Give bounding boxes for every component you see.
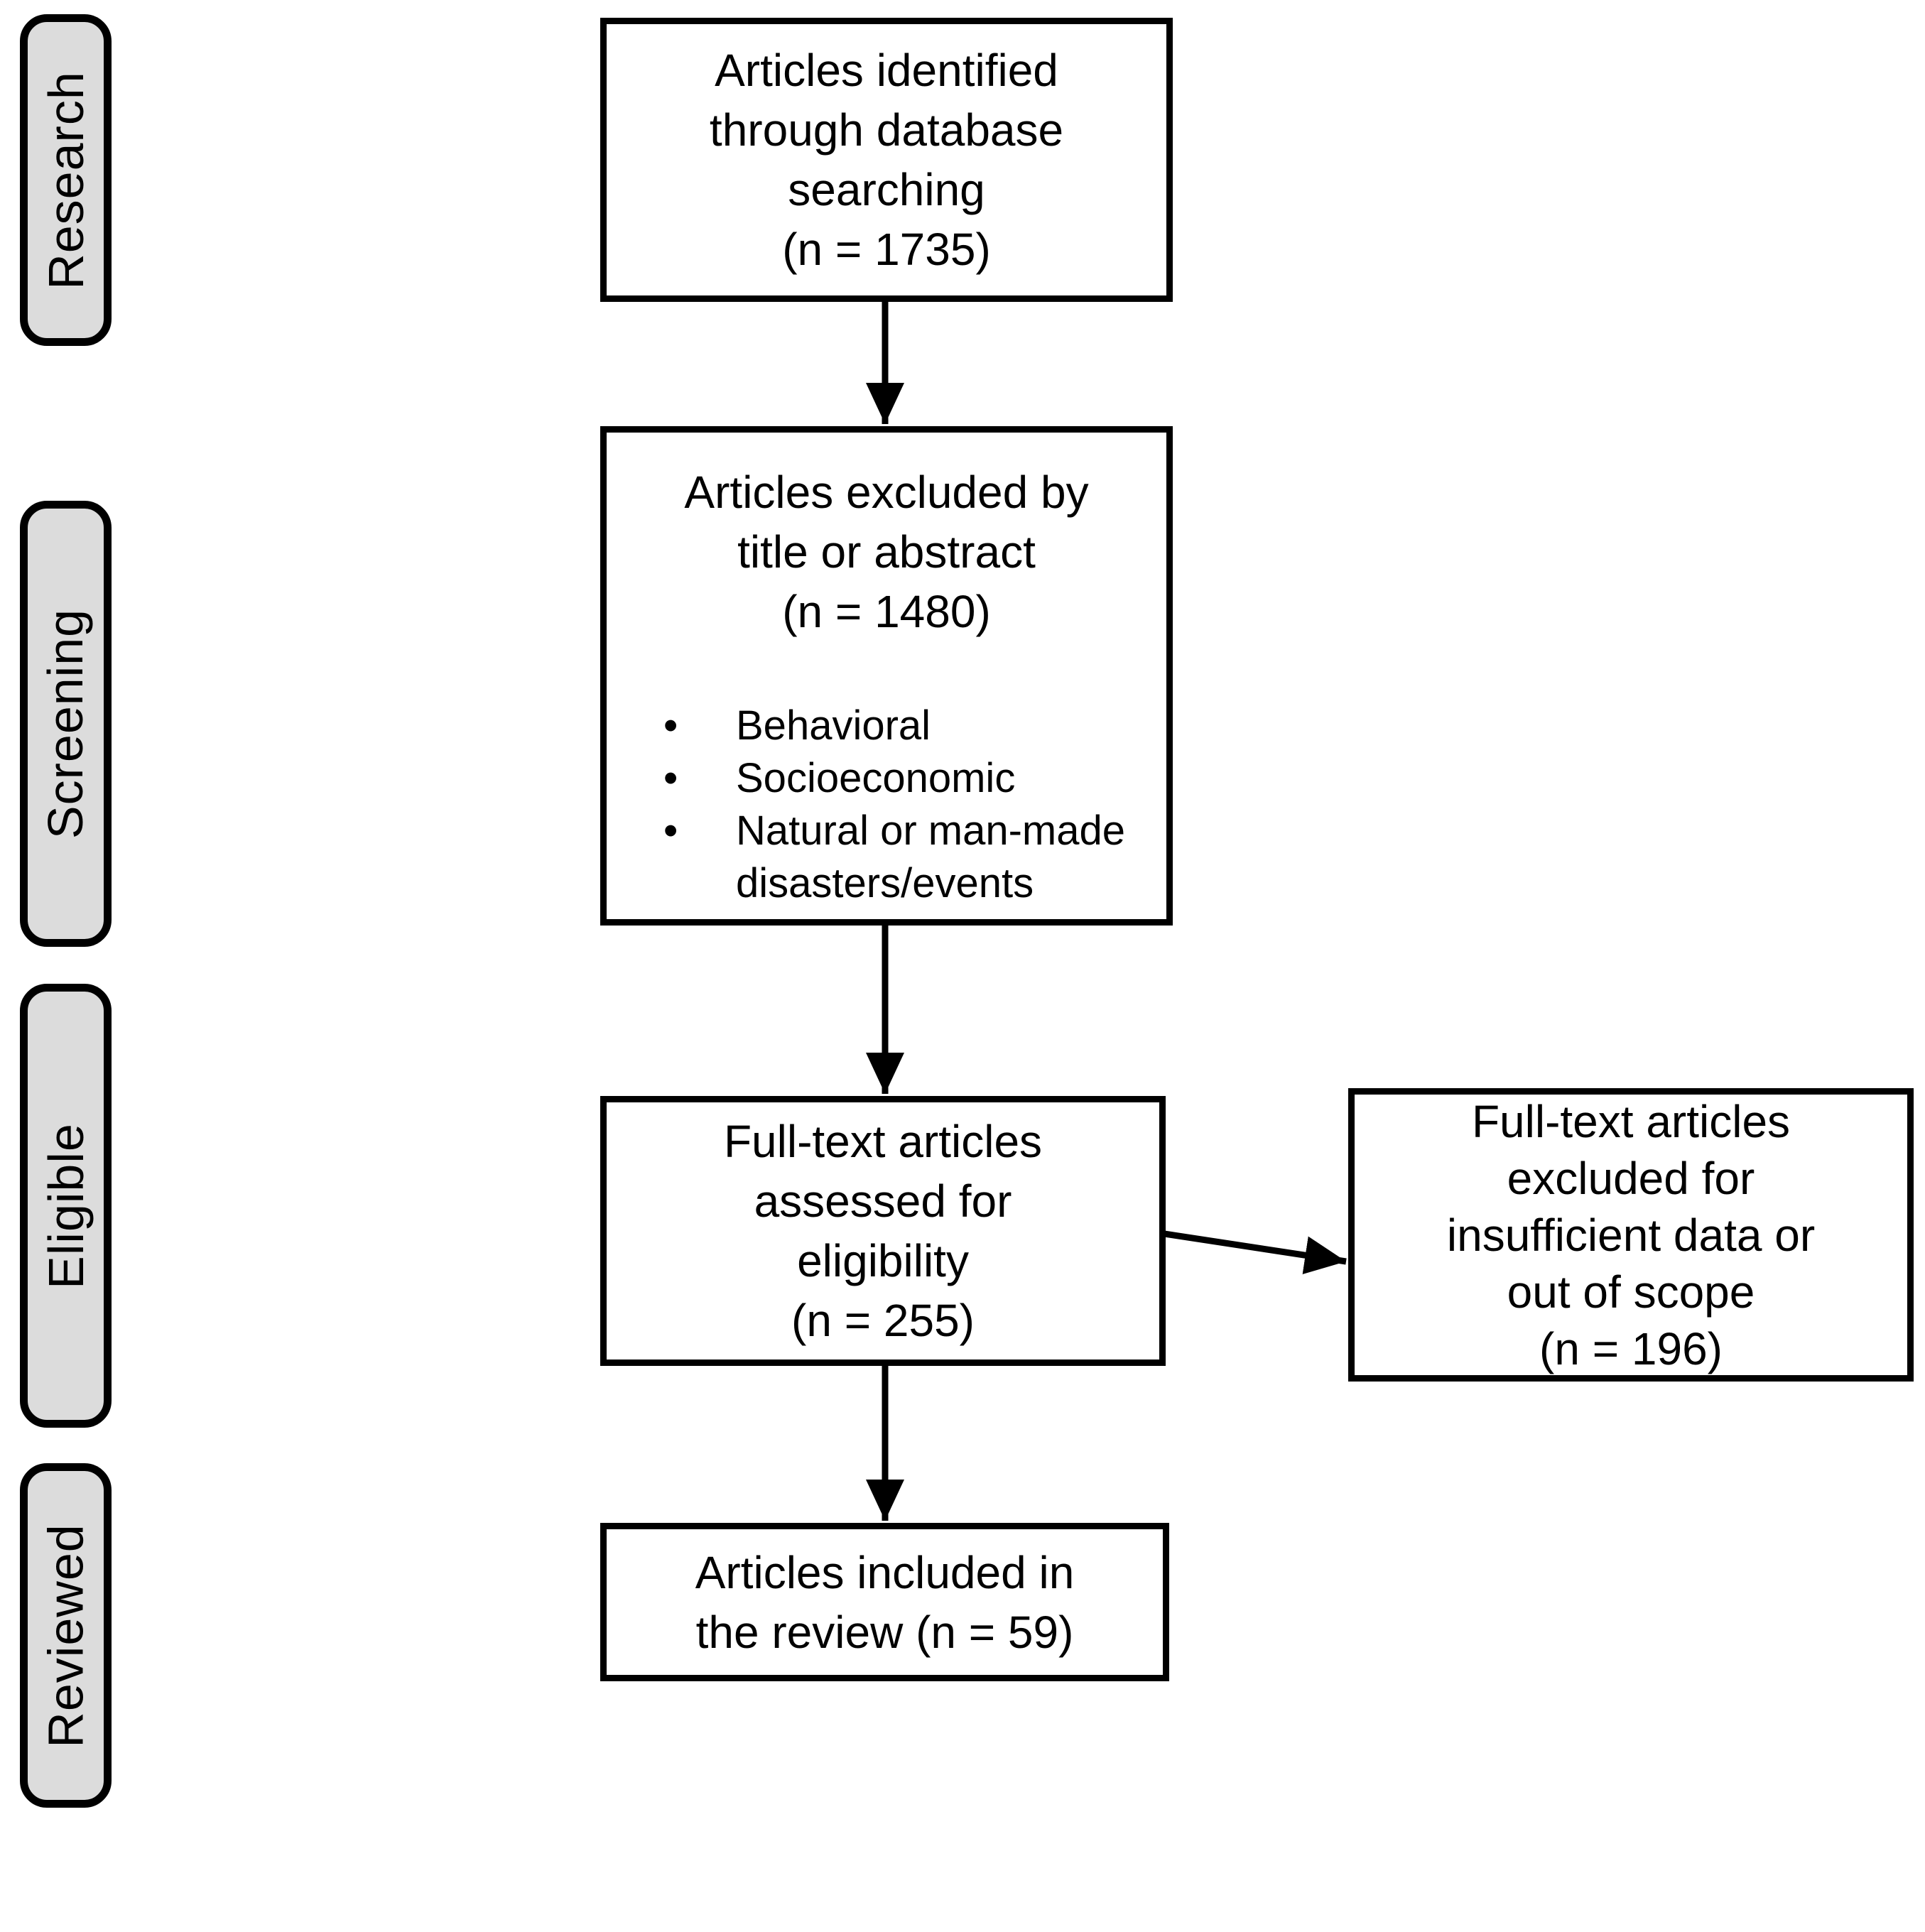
box-articles-included-text: Articles included in the review (n = 59) bbox=[695, 1546, 1075, 1658]
list-item-label: Socioeconomic bbox=[736, 755, 1016, 801]
box-articles-excluded-title-abstract: Articles excluded by title or abstract (… bbox=[600, 426, 1173, 926]
box-articles-identified-text: Articles identified through database sea… bbox=[709, 45, 1064, 275]
box-fulltext-assessed: Full-text articles assessed for eligibil… bbox=[600, 1096, 1166, 1366]
stage-box-research: Research bbox=[20, 14, 112, 346]
exclusion-reasons-list: • Behavioral • Socioeconomic • Natural o… bbox=[607, 700, 1166, 910]
stage-box-screening: Screening bbox=[20, 501, 112, 947]
list-item-label: Natural or man-made disasters/events bbox=[736, 808, 1125, 906]
stage-box-reviewed: Reviewed bbox=[20, 1463, 112, 1808]
stage-label-research: Research bbox=[38, 70, 94, 290]
stage-label-reviewed: Reviewed bbox=[38, 1523, 94, 1748]
box-articles-included: Articles included in the review (n = 59) bbox=[600, 1523, 1169, 1681]
list-item: • Natural or man-made disasters/events bbox=[663, 805, 1166, 910]
box-fulltext-excluded-text: Full-text articles excluded for insuffic… bbox=[1446, 1095, 1816, 1374]
box-articles-excluded-heading: Articles excluded by title or abstract (… bbox=[684, 467, 1089, 637]
bullet-icon: • bbox=[663, 755, 678, 801]
stage-box-eligible: Eligible bbox=[20, 984, 112, 1428]
arrow-assessed-to-fulltext-excluded bbox=[1164, 1230, 1347, 1274]
list-item: • Socioeconomic bbox=[663, 752, 1166, 805]
bullet-icon: • bbox=[663, 702, 678, 749]
stage-label-screening: Screening bbox=[38, 608, 94, 840]
box-articles-identified: Articles identified through database sea… bbox=[600, 18, 1173, 302]
box-fulltext-assessed-text: Full-text articles assessed for eligibil… bbox=[723, 1116, 1043, 1346]
bullet-icon: • bbox=[663, 808, 678, 854]
list-item-label: Behavioral bbox=[736, 702, 931, 749]
list-item: • Behavioral bbox=[663, 700, 1166, 752]
box-fulltext-excluded: Full-text articles excluded for insuffic… bbox=[1348, 1088, 1914, 1382]
stage-label-eligible: Eligible bbox=[38, 1122, 94, 1289]
